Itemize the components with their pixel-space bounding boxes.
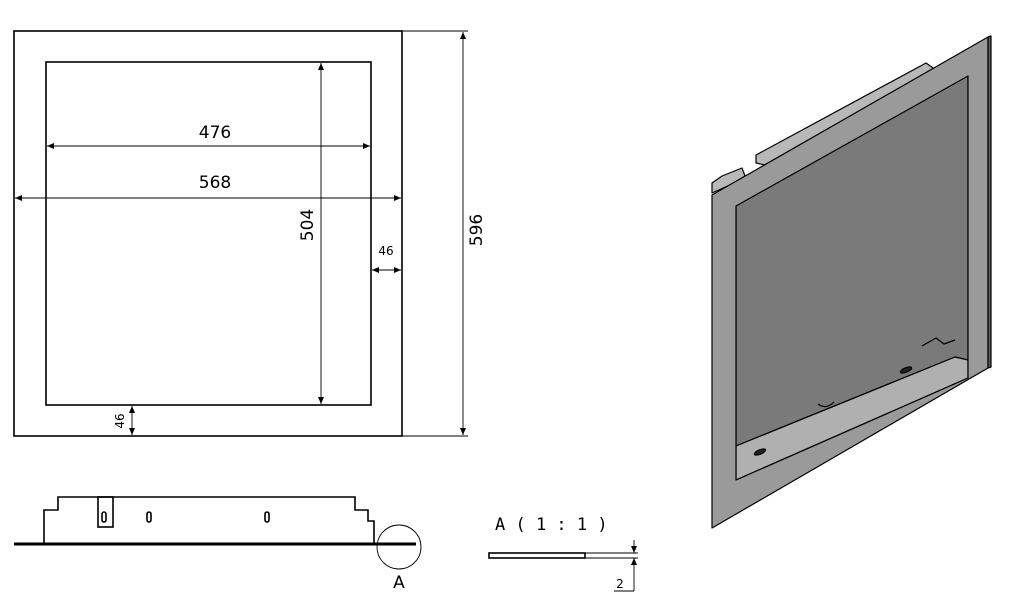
inner-opening-outline bbox=[45, 61, 372, 406]
dim-outer-height: 596 bbox=[467, 214, 487, 246]
dim-side-border: 46 bbox=[378, 244, 393, 258]
side-view: A bbox=[14, 496, 422, 593]
dim-outer-width: 568 bbox=[199, 173, 231, 193]
dim-inner-height: 504 bbox=[298, 209, 318, 241]
isometric-frame-view bbox=[711, 35, 992, 529]
detail-plate bbox=[488, 552, 586, 559]
tab-cutout bbox=[97, 496, 114, 528]
slot-2 bbox=[146, 511, 152, 523]
floor-notch bbox=[817, 401, 835, 408]
detail-callout-circle bbox=[376, 524, 422, 570]
frame-side-profile bbox=[43, 496, 375, 544]
outer-frame-outline bbox=[13, 30, 403, 437]
detail-title: A ( 1 : 1 ) bbox=[495, 515, 608, 535]
dim-bottom-border: 46 bbox=[113, 413, 127, 428]
slot-1 bbox=[101, 511, 107, 523]
floor-step bbox=[921, 337, 956, 347]
dim-inner-width: 476 bbox=[199, 123, 231, 143]
floor-slot-2 bbox=[899, 366, 913, 374]
slot-3 bbox=[264, 511, 270, 523]
detail-view: A ( 1 : 1 ) 2 bbox=[488, 515, 638, 592]
floor-slot-1 bbox=[753, 448, 767, 456]
front-view: 476 568 504 596 46 46 bbox=[13, 30, 487, 437]
detail-thickness: 2 bbox=[616, 577, 624, 591]
frame-edge bbox=[987, 35, 992, 369]
detail-callout-label: A bbox=[393, 573, 405, 593]
